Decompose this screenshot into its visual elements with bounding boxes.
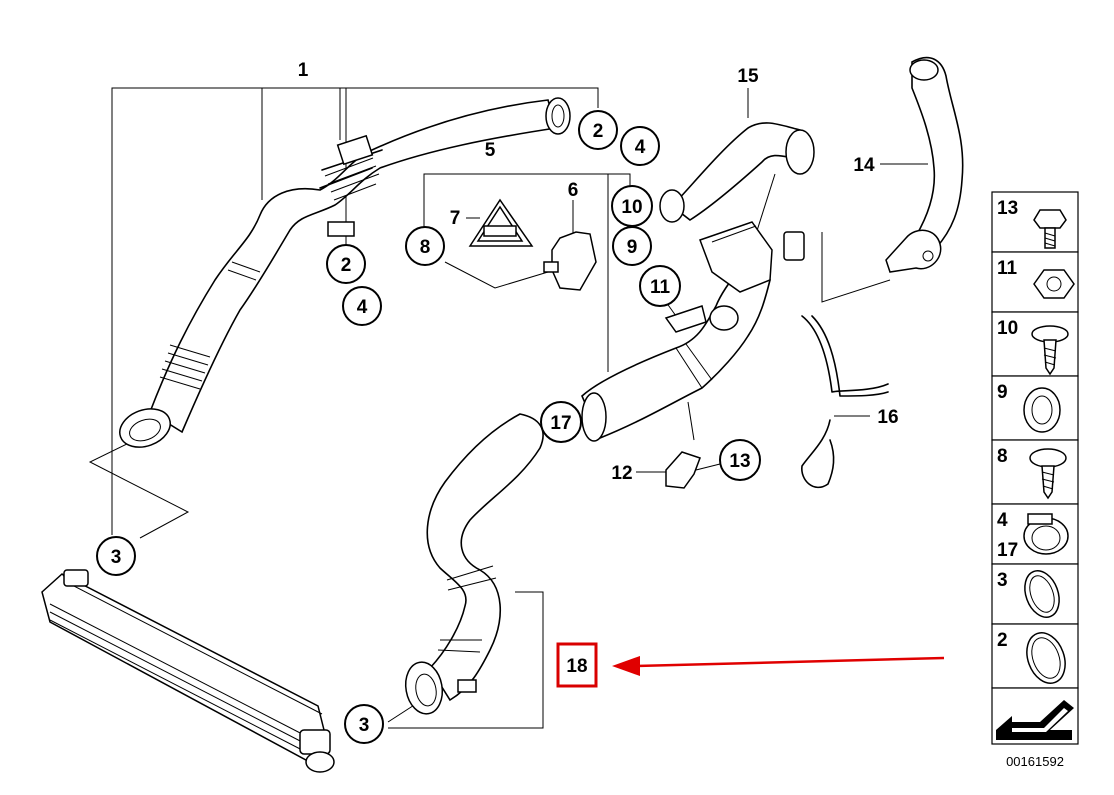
callout-2-top: 2 xyxy=(593,121,604,142)
part-12-bracket xyxy=(665,451,701,489)
leader-lines xyxy=(88,87,928,729)
throttle-hose xyxy=(581,221,805,442)
direction-arrow-icon xyxy=(996,700,1074,740)
screw-washer-icon xyxy=(1031,325,1069,376)
part-5-assembly xyxy=(468,198,597,291)
legend-label-4: 4 xyxy=(997,510,1008,531)
part-15-hose xyxy=(659,122,815,223)
document-number: 00161592 xyxy=(1006,754,1064,769)
callout-8: 8 xyxy=(420,237,431,258)
callout-12: 12 xyxy=(611,463,632,484)
part-14-hose xyxy=(885,56,964,273)
callout-18: 18 xyxy=(566,656,587,677)
legend-label-3: 3 xyxy=(997,570,1008,591)
callout-18-highlight-box xyxy=(556,642,598,688)
callout-14: 14 xyxy=(853,155,875,176)
part-11-clip xyxy=(664,305,707,333)
hose-clamp-icon xyxy=(1023,513,1069,555)
charge-air-hose xyxy=(404,413,544,715)
callout-13: 13 xyxy=(729,451,750,472)
red-arrow xyxy=(612,656,945,676)
ring-icon-3 xyxy=(1024,570,1060,618)
callout-16: 16 xyxy=(877,407,898,428)
intake-hose-left xyxy=(119,97,571,448)
ring-icon-2 xyxy=(1026,632,1066,684)
callout-15: 15 xyxy=(737,66,759,87)
callout-6: 6 xyxy=(568,180,579,201)
legend-label-2: 2 xyxy=(997,630,1008,651)
callout-2-left: 2 xyxy=(341,255,352,276)
nut-icon xyxy=(1033,269,1075,299)
legend-label-11: 11 xyxy=(997,258,1018,279)
bolt-icon xyxy=(1033,209,1067,249)
callout-4-left: 4 xyxy=(357,297,368,318)
legend-label-17: 17 xyxy=(997,540,1018,561)
callout-4-top: 4 xyxy=(635,137,646,158)
grommet-icon xyxy=(1023,387,1061,433)
callout-11: 11 xyxy=(650,277,671,298)
callout-3-bottom: 3 xyxy=(359,715,370,736)
callout-5: 5 xyxy=(485,140,496,161)
legend-label-9: 9 xyxy=(997,382,1008,403)
callout-1: 1 xyxy=(298,60,309,81)
legend-label-8: 8 xyxy=(997,446,1008,467)
screw-icon xyxy=(1029,448,1067,500)
callout-3-left: 3 xyxy=(111,547,122,568)
intercooler xyxy=(41,569,335,773)
legend-label-13: 13 xyxy=(997,198,1018,219)
parts-legend: 13 11 10 9 8 4 17 3 2 xyxy=(991,191,1079,769)
callout-9: 9 xyxy=(627,237,638,258)
callout-17: 17 xyxy=(550,413,571,434)
callouts: 1 2 4 2 4 5 6 7 8 9 10 11 12 13 14 15 16… xyxy=(96,60,899,744)
callout-10: 10 xyxy=(621,197,642,218)
legend-label-10: 10 xyxy=(997,318,1018,339)
callout-7: 7 xyxy=(450,208,461,229)
part-16-pipe xyxy=(801,315,889,489)
